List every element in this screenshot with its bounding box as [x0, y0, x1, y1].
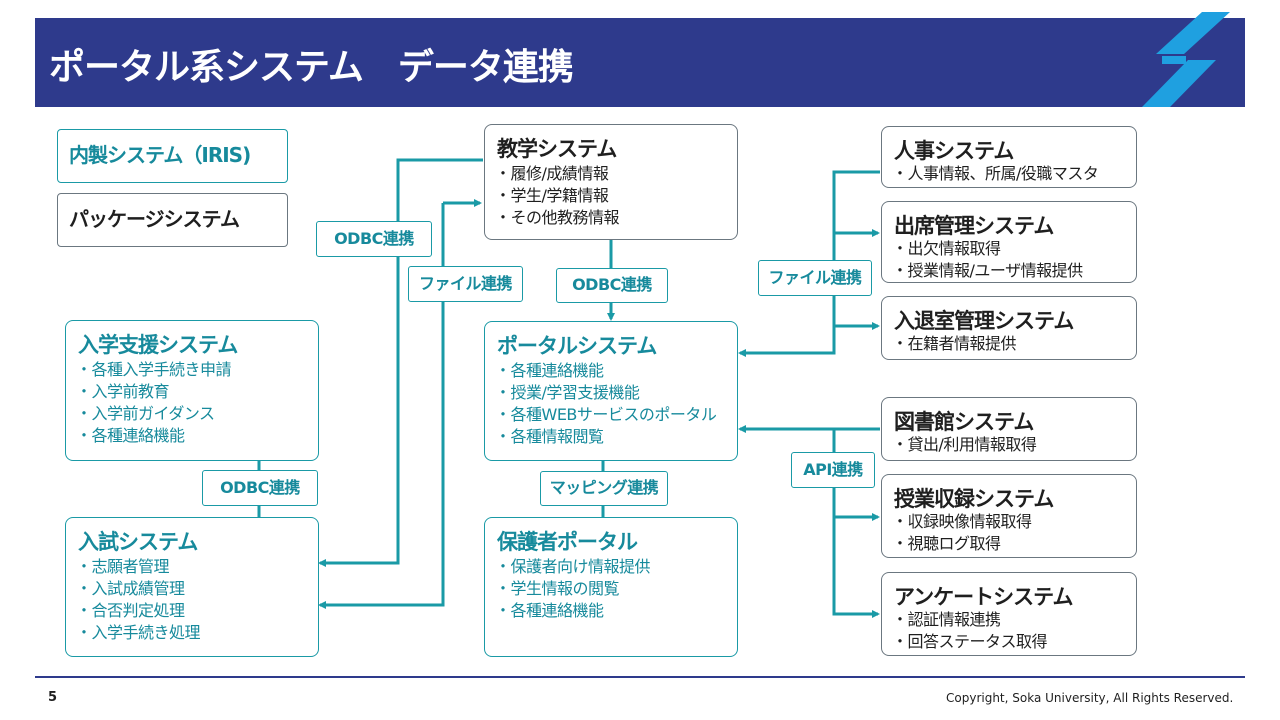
system-nyutaishitsu-title: 入退室管理システム: [894, 309, 1074, 333]
system-portal: ポータルシステム ・各種連絡機能 ・授業/学習支援機能 ・各種WEBサービスのポ…: [484, 321, 738, 461]
label-mapping: マッピング連携: [540, 471, 668, 506]
system-nyushi-item: ・入試成績管理: [76, 579, 185, 598]
system-kyogaku-item: ・その他教務情報: [495, 208, 620, 227]
system-toshokan: 図書館システム ・貸出/利用情報取得: [881, 397, 1137, 461]
title-bar: ポータル系システム データ連携: [35, 18, 1245, 107]
system-portal-title: ポータルシステム: [497, 334, 657, 358]
system-nyutaishitsu-item: ・在籍者情報提供: [892, 334, 1017, 353]
system-portal-item: ・各種連絡機能: [495, 361, 604, 380]
system-kyogaku-title: 教学システム: [497, 137, 617, 161]
system-kyogaku-item: ・履修/成績情報: [495, 164, 609, 183]
system-toshokan-item: ・貸出/利用情報取得: [892, 435, 1037, 454]
system-nyushi-item: ・合否判定処理: [76, 601, 185, 620]
copyright: Copyright, Soka University, All Rights R…: [946, 691, 1234, 705]
system-hogosha: 保護者ポータル ・保護者向け情報提供 ・学生情報の閲覧 ・各種連絡機能: [484, 517, 738, 657]
legend-internal-label: 内製システム（IRIS): [69, 143, 251, 167]
system-jugyo: 授業収録システム ・収録映像情報取得 ・視聴ログ取得: [881, 474, 1137, 558]
system-shusseki-title: 出席管理システム: [894, 214, 1054, 238]
system-shusseki: 出席管理システム ・出欠情報取得 ・授業情報/ユーザ情報提供: [881, 201, 1137, 283]
system-jinji-title: 人事システム: [894, 139, 1014, 163]
system-enquete: アンケートシステム ・認証情報連携 ・回答ステータス取得: [881, 572, 1137, 656]
system-enquete-item: ・回答ステータス取得: [892, 632, 1048, 651]
system-nyugaku: 入学支援システム ・各種入学手続き申請 ・入学前教育 ・入学前ガイダンス ・各種…: [65, 320, 319, 461]
system-nyushi-item: ・志願者管理: [76, 557, 170, 576]
system-nyugaku-item: ・各種連絡機能: [76, 426, 185, 445]
system-portal-item: ・授業/学習支援機能: [495, 383, 640, 402]
label-api: API連携: [791, 452, 875, 488]
label-odbc-left: ODBC連携: [316, 221, 432, 257]
system-shusseki-item: ・出欠情報取得: [892, 239, 1001, 258]
system-jugyo-item: ・収録映像情報取得: [892, 512, 1032, 531]
system-toshokan-title: 図書館システム: [894, 410, 1034, 434]
system-hogosha-item: ・各種連絡機能: [495, 601, 604, 620]
system-nyushi-item: ・入学手続き処理: [76, 623, 201, 642]
system-hogosha-title: 保護者ポータル: [497, 530, 638, 554]
system-enquete-title: アンケートシステム: [894, 585, 1074, 609]
system-enquete-item: ・認証情報連携: [892, 610, 1001, 629]
system-nyugaku-item: ・各種入学手続き申請: [76, 360, 232, 379]
page-title: ポータル系システム データ連携: [49, 47, 574, 88]
system-shusseki-item: ・授業情報/ユーザ情報提供: [892, 261, 1083, 280]
system-kyogaku: 教学システム ・履修/成績情報 ・学生/学籍情報 ・その他教務情報: [484, 124, 738, 240]
system-jugyo-item: ・視聴ログ取得: [892, 534, 1001, 553]
label-odbc-bottom: ODBC連携: [202, 470, 318, 506]
system-nyugaku-title: 入学支援システム: [78, 333, 238, 357]
label-file-left: ファイル連携: [408, 266, 523, 302]
system-kyogaku-item: ・学生/学籍情報: [495, 186, 609, 205]
legend-internal: 内製システム（IRIS): [57, 129, 288, 183]
legend-package-label: パッケージシステム: [69, 207, 240, 231]
system-jinji-item: ・人事情報、所属/役職マスタ: [892, 164, 1099, 183]
system-portal-item: ・各種WEBサービスのポータル: [495, 405, 717, 424]
system-jugyo-title: 授業収録システム: [894, 487, 1054, 511]
page-number: 5: [48, 690, 58, 705]
system-nyushi: 入試システム ・志願者管理 ・入試成績管理 ・合否判定処理 ・入学手続き処理: [65, 517, 319, 657]
legend-package: パッケージシステム: [57, 193, 288, 247]
system-nyugaku-item: ・入学前ガイダンス: [76, 404, 215, 423]
system-nyugaku-item: ・入学前教育: [76, 382, 170, 401]
system-hogosha-item: ・保護者向け情報提供: [495, 557, 651, 576]
system-portal-item: ・各種情報閲覧: [495, 427, 604, 446]
system-nyushi-title: 入試システム: [78, 530, 198, 554]
label-odbc-center: ODBC連携: [556, 268, 668, 303]
system-jinji: 人事システム ・人事情報、所属/役職マスタ: [881, 126, 1137, 188]
system-nyutaishitsu: 入退室管理システム ・在籍者情報提供: [881, 296, 1137, 360]
university-logo: [1142, 12, 1230, 107]
system-hogosha-item: ・学生情報の閲覧: [495, 579, 620, 598]
label-file-right: ファイル連携: [758, 260, 872, 296]
footer-divider: [35, 676, 1245, 678]
